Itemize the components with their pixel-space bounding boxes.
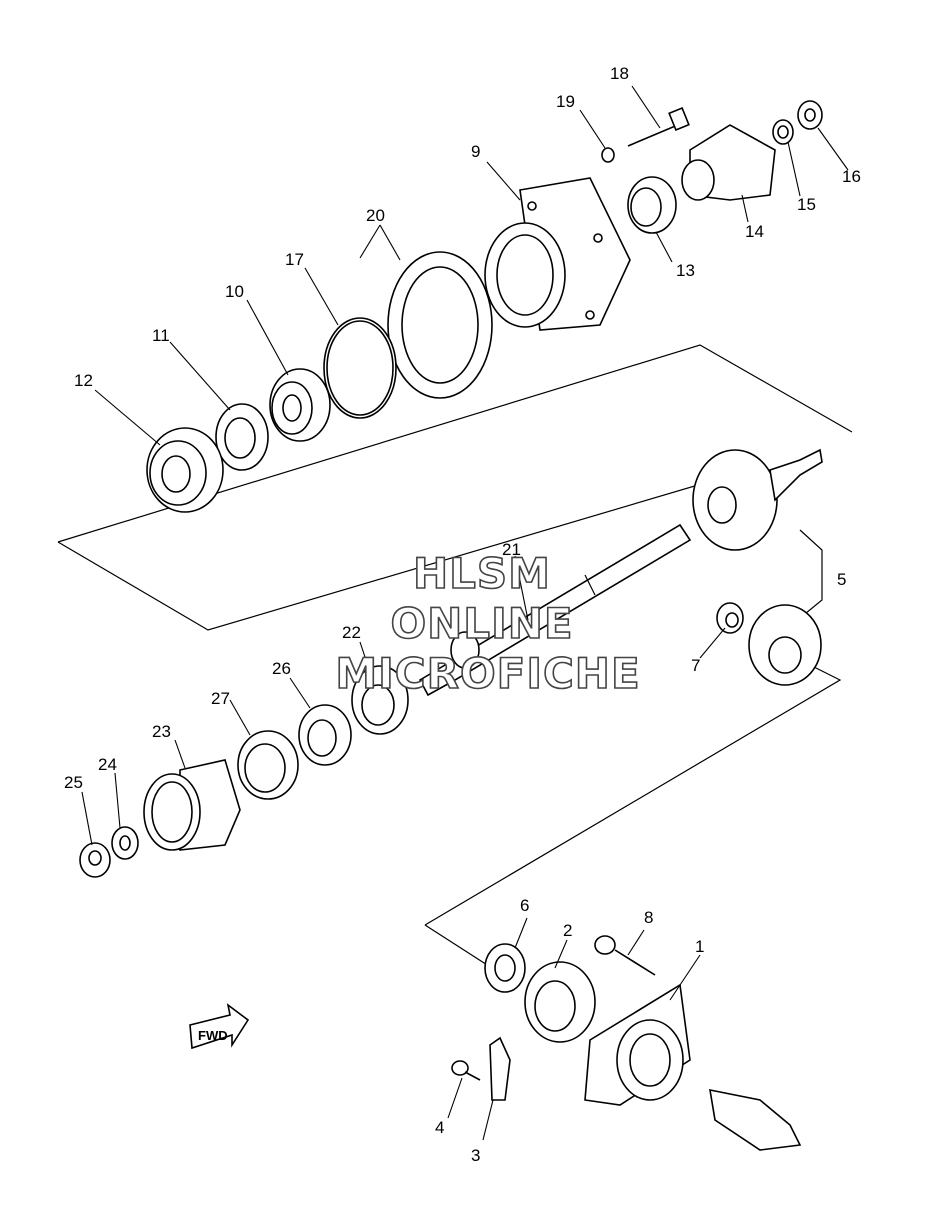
part-7-nut [716,602,744,634]
part-17-o-ring [323,317,397,419]
part-14-yoke [681,124,776,201]
callout-10: 10 [225,282,244,301]
part-24-washer [111,826,139,860]
callout-17: 17 [285,250,304,269]
part-25-nut [79,842,111,878]
part-10-ball-bearing [269,368,331,442]
callout-2: 2 [563,921,572,940]
part-9-bearing-housing [484,177,631,331]
callout-15: 15 [797,195,816,214]
part-27-seal [237,730,299,800]
callout-19: 19 [556,92,575,111]
callout-16: 16 [842,167,861,186]
watermark-line-3: MICROFICHE [335,649,640,698]
watermark: HLSM ONLINE MICROFICHE [335,548,641,699]
callout-11: 11 [152,326,170,345]
callout-1: 1 [695,937,704,956]
callout-8: 8 [644,908,653,927]
callout-24: 24 [98,755,117,774]
callout-3: 3 [471,1146,480,1165]
callout-23: 23 [152,722,171,741]
part-3-stopper-plate [489,1036,511,1101]
part-4-screw [451,1060,481,1081]
fwd-label: FWD [198,1028,228,1043]
callout-6: 6 [520,896,529,915]
callout-25: 25 [64,773,83,792]
callout-14: 14 [745,222,764,241]
callout-21: 21 [502,540,521,559]
part-26-ring-nut [298,704,352,766]
part-18-bolt [627,106,690,147]
callout-4: 4 [435,1118,444,1137]
callout-9: 9 [471,142,480,161]
part-15-washer [772,119,794,145]
callout-labels: 1 2 3 4 5 6 7 8 9 10 11 12 13 14 15 16 1… [64,64,861,1165]
part-5-gear-set [692,448,823,686]
callout-5: 5 [837,570,846,589]
callout-18: 18 [610,64,629,83]
leader-lines [81,85,849,1141]
part-1-final-gear-housing [584,983,802,1151]
fwd-direction-marker: FWD [189,1003,250,1050]
part-8-bolt [594,935,656,976]
callout-27: 27 [211,689,230,708]
watermark-line-1: HLSM [413,549,551,598]
part-20-shim-plate [387,251,493,399]
callout-26: 26 [272,659,291,678]
callout-22: 22 [342,623,361,642]
group-outline-upper [57,344,853,631]
part-6-shim [484,943,526,993]
part-21-shaft [418,523,692,697]
part-12-bearing [146,427,224,513]
watermark-line-2: ONLINE [390,599,573,648]
callout-7: 7 [691,656,700,675]
part-2-bearing [524,961,596,1043]
callout-13: 13 [676,261,695,280]
part-19-washer [601,147,615,163]
part-22-bearing [351,665,409,735]
part-23-sleeve [143,759,241,851]
part-16-nut [797,100,823,130]
part-11-ring-nut [215,403,269,471]
part-13-oil-seal [627,176,677,234]
callout-20: 20 [366,206,385,225]
callout-12: 12 [74,371,93,390]
